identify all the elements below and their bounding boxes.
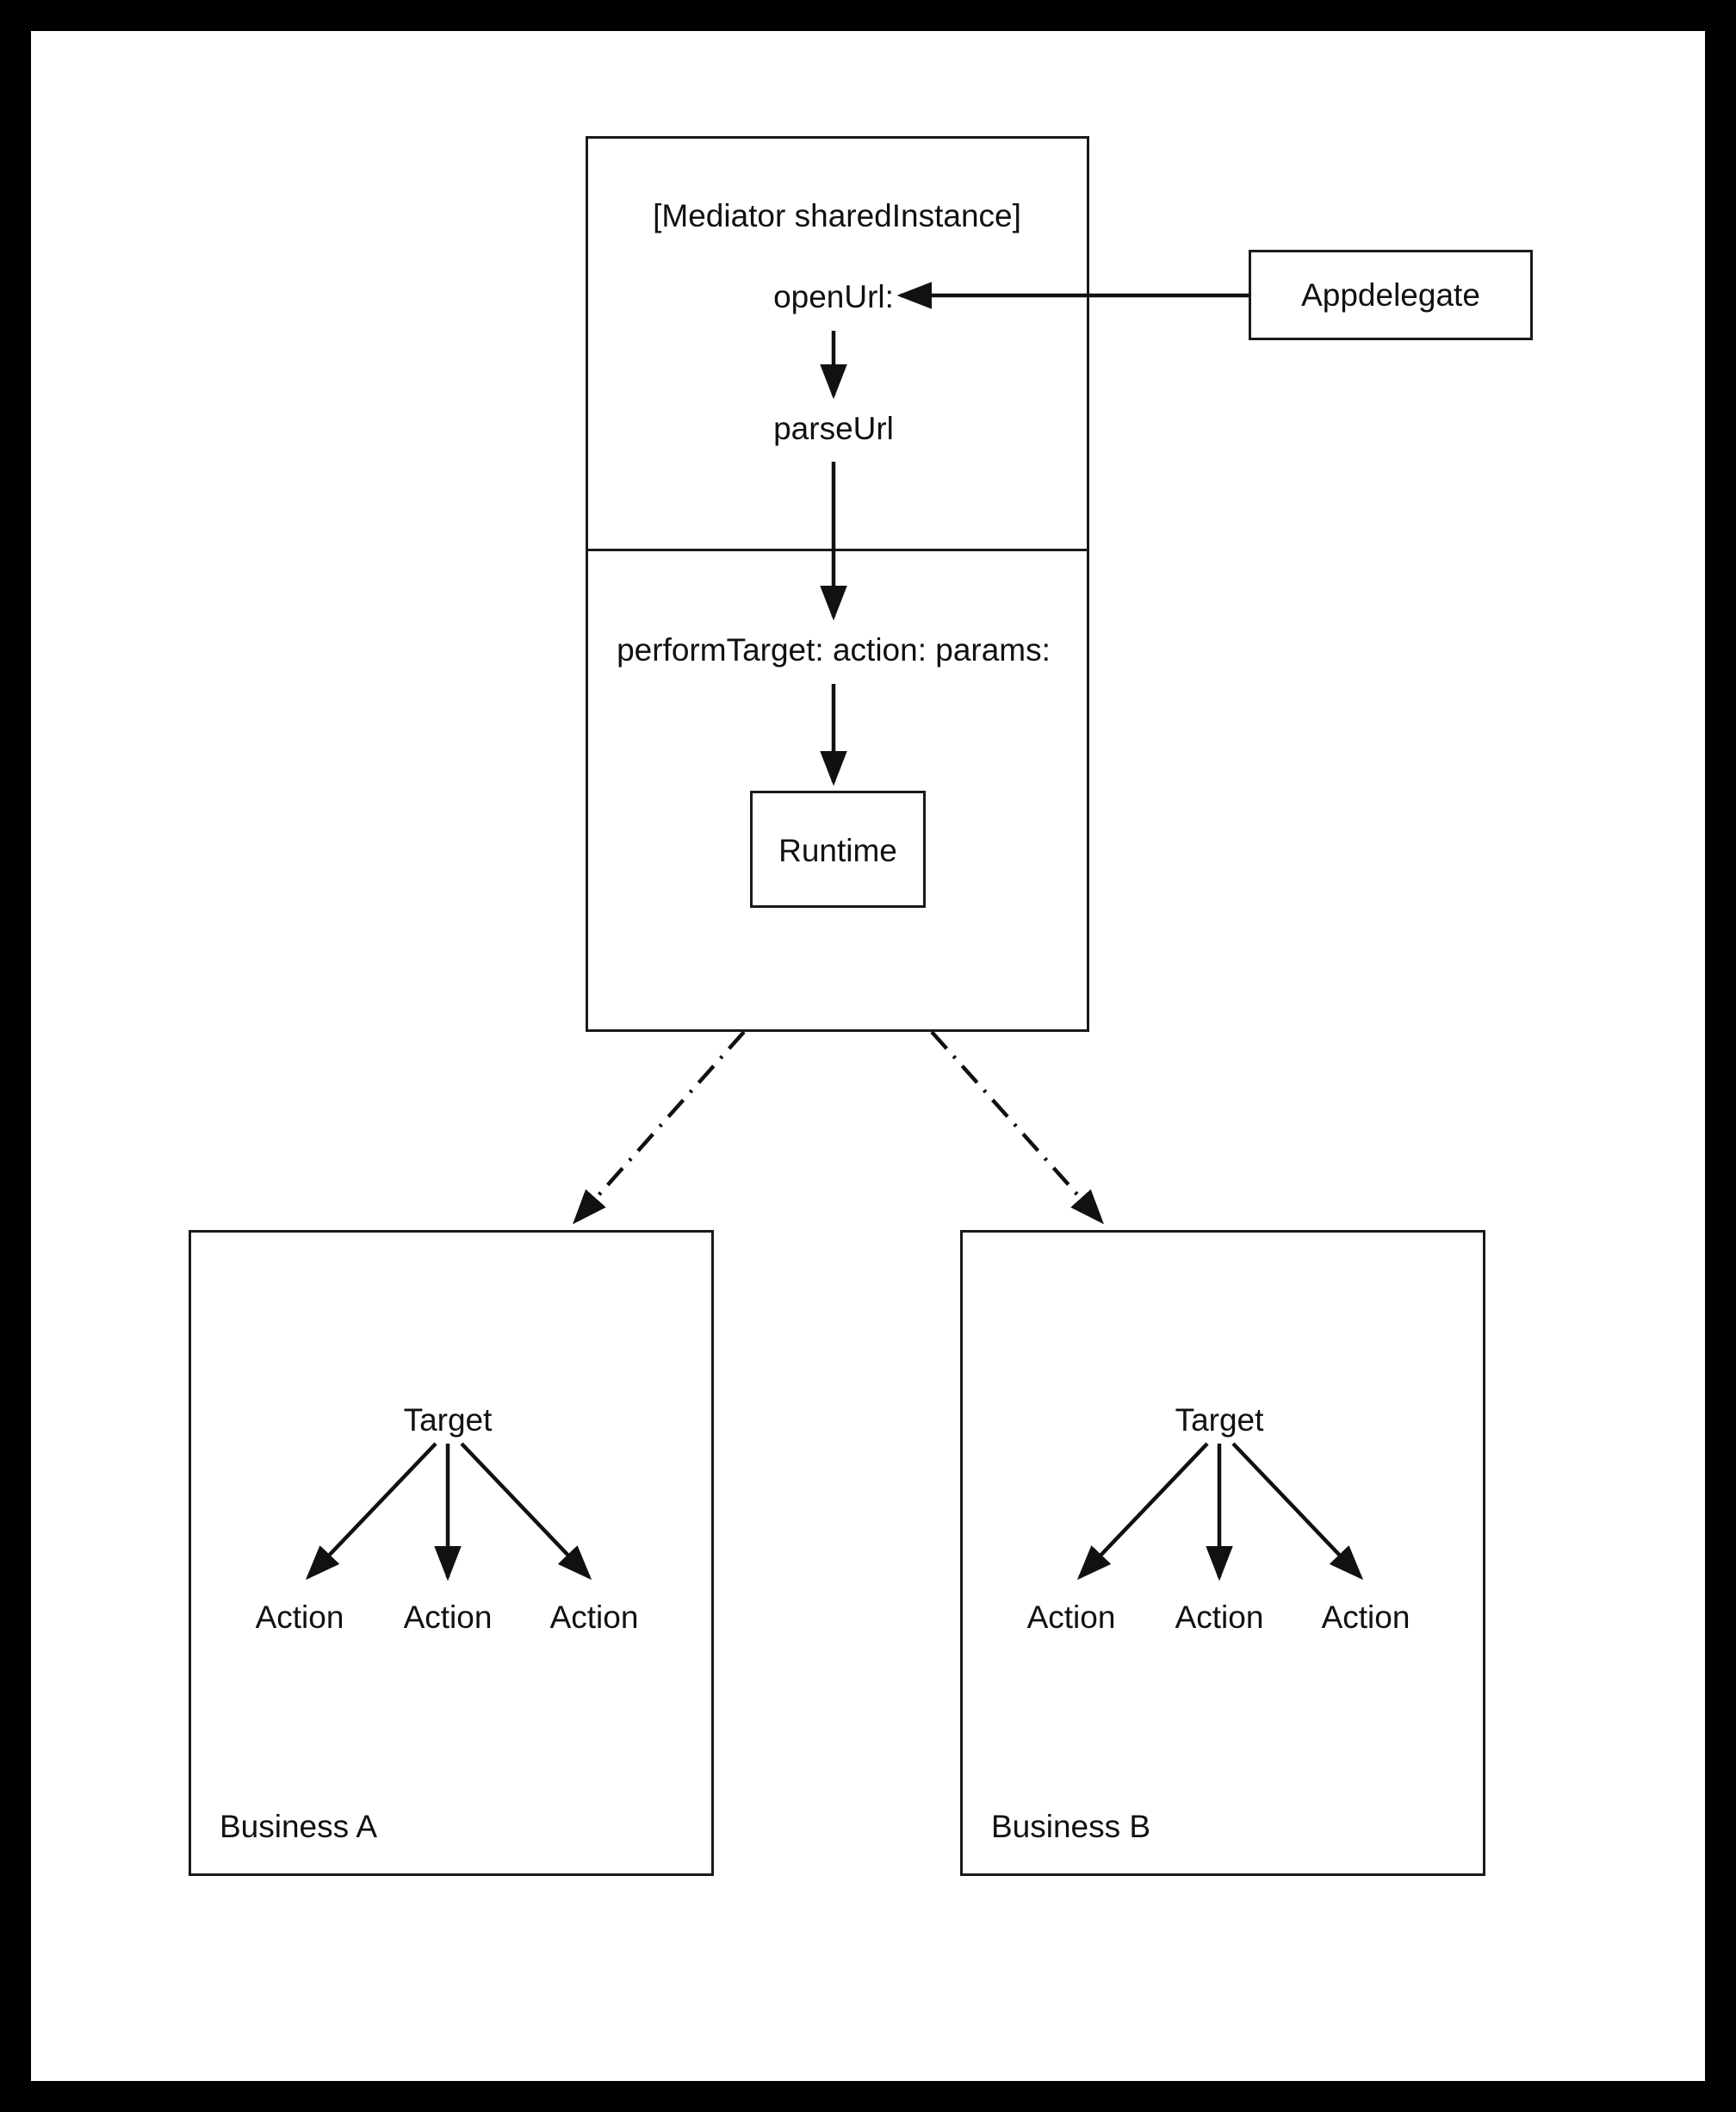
business-b-action-1: Action [1175, 1600, 1264, 1635]
mediator-method-openurl: openUrl: [773, 279, 894, 314]
mediator-box [586, 136, 1089, 1032]
business-b-action-2: Action [1321, 1600, 1410, 1635]
business-a-target-label: Target [403, 1402, 493, 1438]
business-a-action-1: Action [403, 1600, 493, 1635]
runtime-box [750, 791, 926, 908]
arrow-mediator-to-business-b [930, 1030, 1105, 1225]
appdelegate-box [1249, 250, 1533, 340]
mediator-method-parseurl: parseUrl [773, 411, 894, 446]
runtime-box-label: Runtime [778, 833, 897, 868]
mediator-method-performtarget: performTarget: action: params: [617, 632, 1051, 668]
business-b-action-0: Action [1026, 1600, 1116, 1635]
business-a-box [189, 1230, 714, 1876]
mediator-header-label: [Mediator sharedInstance] [653, 198, 1021, 233]
appdelegate-label: Appdelegate [1301, 277, 1480, 313]
business-b-box [960, 1230, 1485, 1876]
business-b-target-label: Target [1175, 1402, 1264, 1438]
business-b-name-label: Business B [991, 1809, 1151, 1844]
mediator-section-divider [586, 549, 1089, 551]
business-a-action-2: Action [549, 1600, 639, 1635]
diagram-canvas: [Mediator sharedInstance] openUrl: parse… [31, 31, 1705, 2081]
arrow-mediator-to-business-a [573, 1030, 746, 1225]
business-a-action-0: Action [255, 1600, 344, 1635]
business-a-name-label: Business A [220, 1809, 378, 1844]
